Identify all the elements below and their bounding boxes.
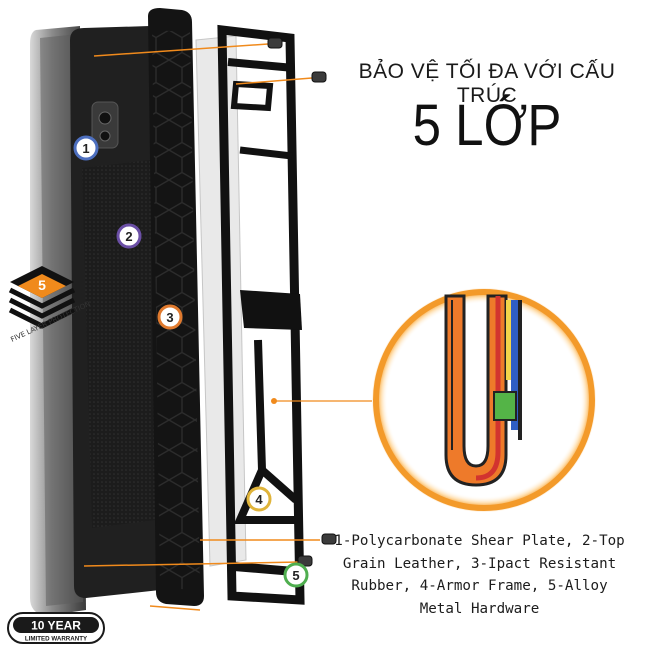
svg-text:4: 4 bbox=[255, 492, 263, 507]
layer-caption: 1-Polycarbonate Shear Plate, 2-Top Grain… bbox=[332, 530, 627, 620]
headline-title: 5 LỚP bbox=[412, 93, 562, 158]
warranty-badge: 10 YEAR LIMITED WARRANTY bbox=[7, 612, 105, 644]
layer-marker-2: 2 bbox=[116, 223, 142, 249]
cross-section-layers bbox=[444, 294, 522, 487]
callout-leader bbox=[271, 398, 372, 404]
caption-line: Rubber, 4-Armor Frame, 5-Alloy bbox=[351, 578, 608, 594]
headline-subtitle: BẢO VỆ TỐI ĐA VỚI CẤU TRÚC bbox=[358, 60, 616, 107]
leather-layer bbox=[82, 160, 156, 528]
warranty-main: 10 YEAR bbox=[31, 619, 81, 633]
alloy-screws bbox=[83, 37, 337, 611]
caption-line: Grain Leather, 3-Ipact Resistant bbox=[342, 555, 617, 572]
layer-marker-5: 5 bbox=[283, 562, 309, 588]
layer-marker-1: 1 bbox=[73, 135, 99, 161]
stacked-layers-5-icon: 5 bbox=[8, 266, 76, 329]
svg-text:1: 1 bbox=[82, 141, 89, 156]
svg-text:3: 3 bbox=[166, 310, 173, 325]
layer-marker-3: 3 bbox=[157, 304, 183, 330]
svg-text:5: 5 bbox=[38, 277, 46, 293]
layer-marker-4: 4 bbox=[246, 486, 272, 512]
svg-text:5: 5 bbox=[292, 568, 299, 583]
caption-line: 1-Polycarbonate Shear Plate, 2-Top bbox=[334, 533, 625, 549]
caption-line: Metal Hardware bbox=[419, 600, 540, 617]
svg-text:2: 2 bbox=[125, 229, 132, 244]
warranty-sub: LIMITED WARRANTY bbox=[25, 636, 88, 643]
cross-section-callout bbox=[372, 288, 596, 512]
